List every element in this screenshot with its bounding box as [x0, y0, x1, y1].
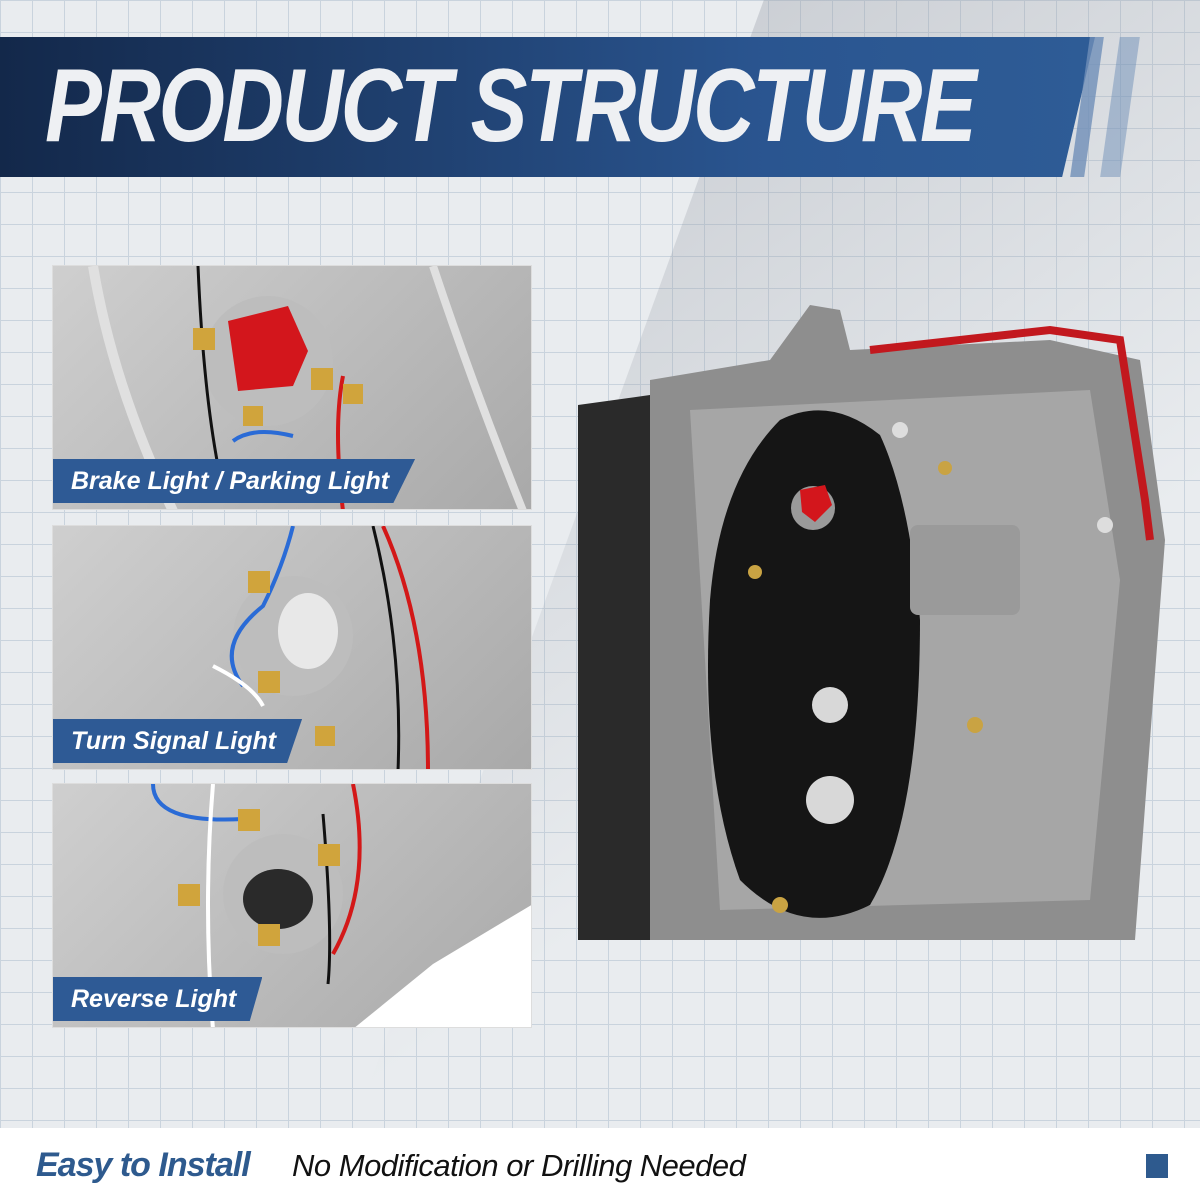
decorative-square — [1146, 1154, 1168, 1178]
panel-label: Reverse Light — [53, 977, 263, 1021]
panel-label: Turn Signal Light — [53, 719, 303, 763]
footer-bar: Easy to Install No Modification or Drill… — [0, 1128, 1200, 1200]
reverse-socket-image — [151, 784, 531, 1027]
title-banner — [0, 37, 1095, 177]
tail-light-assembly-image — [578, 305, 1165, 940]
brake-parking-light-panel: Brake Light / Parking Light — [52, 265, 532, 510]
footer-text: No Modification or Drilling Needed — [292, 1148, 746, 1183]
turn-signal-light-panel: Turn Signal Light — [52, 525, 532, 770]
page-title: PRODUCT STRUCTURE — [45, 48, 977, 164]
turn-signal-socket-image — [212, 526, 430, 769]
panel-label: Brake Light / Parking Light — [53, 459, 416, 503]
footer-highlight: Easy to Install — [36, 1146, 251, 1184]
reverse-light-panel: Reverse Light — [52, 783, 532, 1028]
